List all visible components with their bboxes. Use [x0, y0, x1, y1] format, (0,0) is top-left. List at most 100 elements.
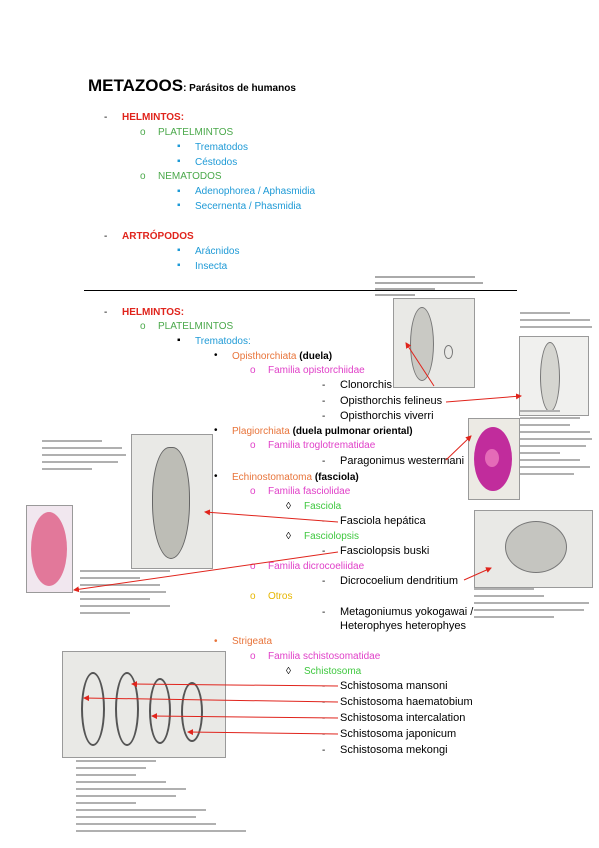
detail-schistosoma: Schistosoma [304, 666, 362, 677]
bullet-dash: - [322, 713, 326, 724]
arrow-mansoni [131, 681, 339, 688]
bullet-dot: • [214, 350, 218, 361]
bullet-dash: - [322, 411, 326, 422]
bullet-dash: - [322, 456, 326, 467]
detail-fam-opisto: Familia opistorchiidae [268, 365, 365, 376]
detail-fasciolopsis-buski: Fasciolopsis buski [340, 545, 430, 557]
bullet-dash: - [104, 112, 108, 123]
bullet-dash: - [322, 576, 326, 587]
fasciola-drawing [131, 434, 213, 569]
bullet-circle: o [250, 486, 256, 497]
illegible-caption-fasciola [42, 440, 132, 490]
bullet-dot: • [214, 425, 218, 436]
bullet-circle: o [250, 440, 256, 451]
outline-nematodos: NEMATODOS [158, 171, 222, 182]
bullet-dash: - [322, 516, 326, 527]
bullet-circle: o [250, 365, 256, 376]
outline-trematodos: Trematodos [195, 142, 248, 153]
detail-plagiorchiata: Plagiorchiata (duela pulmonar oriental) [232, 426, 413, 437]
arrow-clonorchis [405, 342, 435, 387]
bullet-dash: - [322, 745, 326, 756]
bullet-circle: o [250, 561, 256, 572]
detail-fam-troglo: Familia troglotrematidae [268, 440, 376, 451]
detail-fasciolopsis: Fasciolopsis [304, 531, 360, 542]
bullet-dash: - [322, 380, 326, 391]
bullet-square: ▪ [177, 200, 181, 211]
species-item: Schistosoma intercalation [340, 712, 466, 724]
species-item: Schistosoma mansoni [340, 680, 448, 692]
outline-helmintos: HELMINTOS: [122, 112, 185, 123]
illegible-caption-buski [80, 570, 180, 626]
bullet-dot: • [214, 636, 218, 647]
outline-aracnidos: Arácnidos [195, 246, 240, 257]
bullet-dash: - [322, 546, 326, 557]
outline-secernenta: Secernenta / Phasmidia [195, 201, 302, 212]
detail-trematodos: Trematodos: [195, 336, 251, 347]
illegible-note-block [375, 274, 485, 300]
bullet-diamond: ◊ [286, 531, 291, 542]
illegible-caption-schistosoma [76, 760, 266, 840]
detail-helmintos: HELMINTOS: [122, 307, 185, 318]
detail-paragonimus: Paragonimus westermani [340, 455, 465, 467]
arrow-haematobium [83, 695, 339, 703]
bullet-square: ▪ [177, 141, 181, 152]
detail-fasciola: Fasciola [304, 501, 342, 512]
bullet-dash: - [322, 396, 326, 407]
fasciolopsis-photo [26, 505, 73, 593]
page-title: METAZOOS: Parásitos de humanos [88, 76, 296, 95]
bullet-square: ▪ [177, 245, 181, 256]
detail-fam-dicro: Familia dicrocoeliidae [268, 561, 365, 572]
bullet-diamond: ◊ [286, 666, 291, 677]
bullet-circle: o [250, 591, 256, 602]
arrow-paragonimus [445, 435, 472, 461]
bullet-dash: - [104, 307, 108, 318]
schistosoma-drawing [62, 651, 226, 758]
detail-viverri: Opisthorchis viverri [340, 410, 434, 422]
detail-fam-schisto: Familia schistosomatidae [268, 651, 381, 662]
detail-dicrocoelium: Dicrocoelium dendritium [340, 575, 458, 587]
bullet-circle: o [250, 651, 256, 662]
bullet-dash: - [322, 681, 326, 692]
bullet-circle: o [140, 321, 146, 332]
bullet-circle: o [140, 127, 146, 138]
outline-artropodos: ARTRÓPODOS [122, 231, 194, 242]
detail-opisthorchiata: Opisthorchiata (duela) [232, 351, 333, 362]
arrow-buski [73, 551, 339, 593]
bullet-square: ▪ [177, 156, 181, 167]
bullet-diamond: ◊ [286, 501, 291, 512]
opisthorchis-drawing [519, 336, 589, 416]
arrow-fasciola [204, 509, 339, 523]
bullet-circle: o [140, 171, 146, 182]
arrow-dicro [463, 567, 492, 581]
bullet-square: ▪ [177, 186, 181, 197]
outline-adenophorea: Adenophorea / Aphasmidia [195, 186, 316, 197]
detail-felineus: Opisthorchis felineus [340, 395, 443, 407]
detail-metagonimus: Metagoniumus yokogawai / [340, 606, 474, 618]
bullet-dash: - [104, 231, 108, 242]
detail-echinostomatoma: Echinostomatoma (fasciola) [232, 472, 359, 483]
illegible-caption-viverri [520, 312, 595, 334]
illegible-caption-felineus [520, 410, 595, 500]
species-item: Schistosoma mekongi [340, 744, 448, 756]
dicrocoelium-drawing [474, 510, 593, 588]
bullet-square: ▪ [177, 335, 181, 346]
bullet-dash: - [322, 607, 326, 618]
bullet-square: ▪ [177, 260, 181, 271]
bullet-dash: - [322, 729, 326, 740]
detail-otros: Otros [268, 591, 293, 602]
arrow-japonicum [187, 729, 339, 736]
bullet-dash: - [322, 697, 326, 708]
detail-heterophyes: Heterophyes heterophyes [340, 620, 466, 632]
bullet-dot: • [214, 471, 218, 482]
outline-insecta: Insecta [195, 261, 228, 272]
illegible-caption-dicro [474, 588, 594, 624]
arrow-intercalation [151, 713, 339, 720]
species-item: Schistosoma haematobium [340, 696, 473, 708]
outline-cestodos: Céstodos [195, 157, 238, 168]
outline-platelmintos: PLATELMINTOS [158, 127, 234, 138]
detail-fam-fasciolidae: Familia fasciolidae [268, 486, 351, 497]
paragonimus-photo [468, 418, 520, 500]
detail-platelmintos: PLATELMINTOS [158, 321, 234, 332]
detail-fasciola-hepatica: Fasciola hepática [340, 515, 426, 527]
